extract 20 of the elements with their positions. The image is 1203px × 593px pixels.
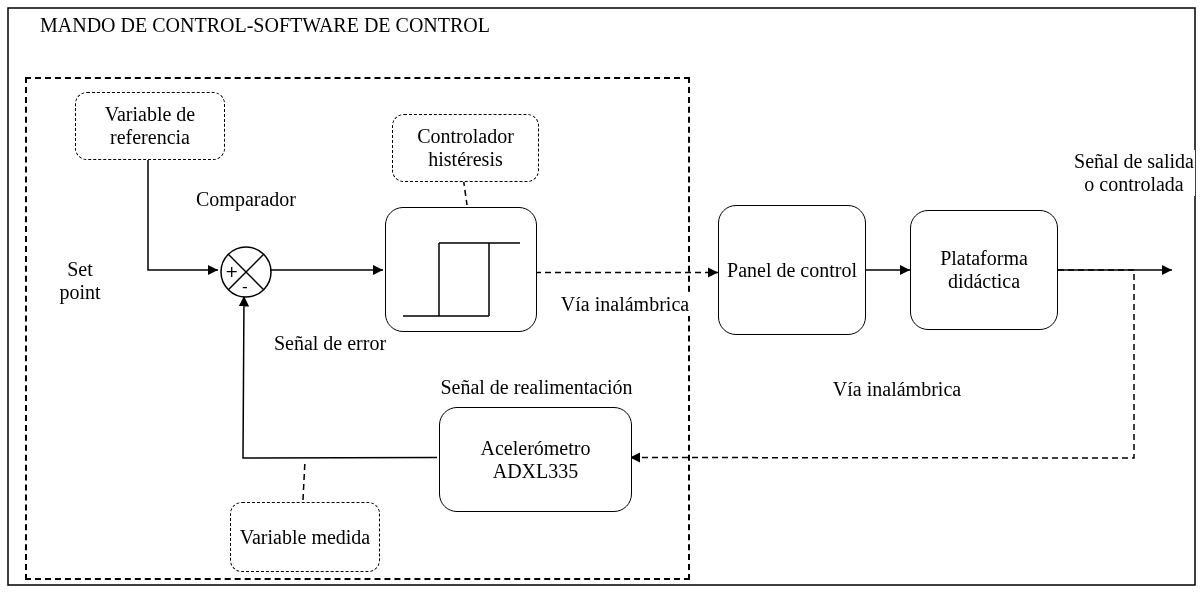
node-label: Plataforma didáctica (939, 247, 1029, 293)
node-label: Controlador histéresis (416, 125, 515, 171)
node-label: Acelerómetro ADXL335 (479, 436, 592, 483)
callout-box (392, 114, 539, 182)
arrow (865, 264, 911, 276)
node-label: Panel de control (727, 258, 857, 282)
node-label: Variable medida (239, 525, 371, 549)
block-box (718, 205, 866, 335)
block-box (910, 210, 1058, 330)
edge-label: Señal de salida o controlada (1073, 150, 1195, 196)
dashed-region (25, 77, 690, 580)
sign-label: + (225, 264, 239, 280)
callout-box (230, 502, 380, 572)
sign-label: - (242, 279, 248, 295)
node-caption: Señal de realimentación (439, 376, 634, 399)
callout-box (75, 92, 225, 160)
hysteresis-block (385, 207, 537, 332)
node-caption: Comparador (195, 188, 297, 211)
arrow (238, 295, 438, 459)
node-label: Variable de referencia (103, 103, 197, 149)
